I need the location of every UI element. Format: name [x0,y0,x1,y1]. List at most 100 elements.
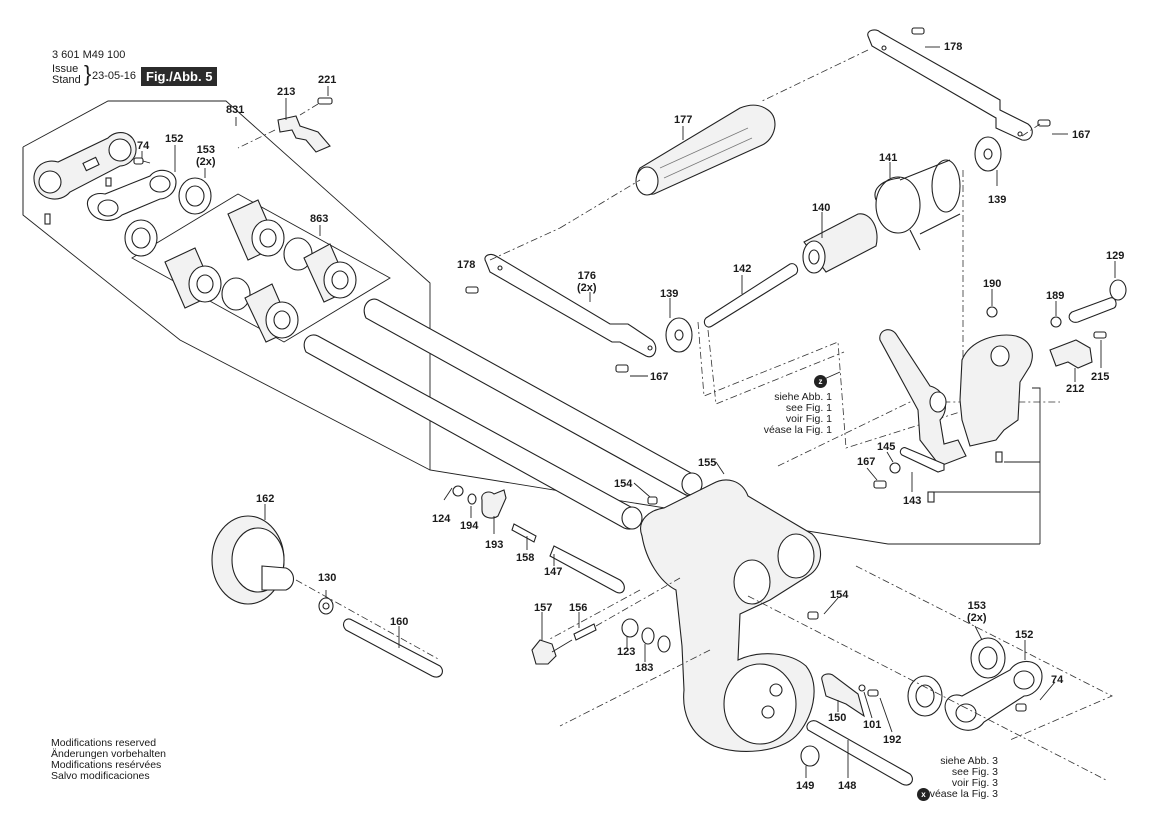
plate-152-bottom [907,637,1043,731]
part-number: 153 [967,600,986,612]
kit-831-outline [22,100,1040,545]
part-label-152-top: 152 [165,133,184,145]
part-label-162: 162 [256,493,275,505]
part-label-157: 157 [534,602,553,614]
lock-assembly-193 [452,485,625,594]
rail-tubes [303,298,703,530]
bolt-129 [986,279,1127,328]
reference-line: siehe Abb. 3 [940,755,998,767]
washers-153-top [124,177,212,257]
stand-label: Stand [52,74,81,86]
star-knob-157 [531,577,681,665]
part-label-140: 140 [812,202,831,214]
reference-line: siehe Abb. 1 [774,391,832,403]
latch-150 [821,673,879,718]
part-label-189: 189 [1046,290,1065,302]
part-qty: (2x) [967,612,987,624]
knob-162 [211,515,441,661]
part-label-152-bottom: 152 [1015,629,1034,641]
rollers-863 [164,199,357,343]
part-label-123: 123 [617,646,636,658]
part-label-167-low: 167 [857,456,876,468]
part-label-221: 221 [318,74,337,86]
disc-139-mid [665,317,693,353]
plate-152-top [86,169,177,221]
part-label-158: 158 [516,552,535,564]
figure-badge: Fig./Abb. 5 [141,67,218,86]
reference-line: see Fig. 3 [951,766,998,778]
modifications-notice: Modifications reserved Änderungen vorbeh… [51,738,166,782]
modifications-line: Modifications resérvées [51,759,162,771]
part-label-831: 831 [226,104,245,116]
part-label-156: 156 [569,602,588,614]
part-label-190: 190 [983,278,1002,290]
bracket-176 [465,179,657,373]
part-label-160: 160 [390,616,409,628]
part-label-194: 194 [460,520,479,532]
pivot-bracket [879,329,1033,503]
part-label-74-bottom: 74 [1051,674,1064,686]
brace-glyph: } [84,61,92,86]
bracket-top [759,27,1051,141]
end-cap-bridge [33,132,137,225]
part-label-178-top: 178 [944,41,963,53]
handle-177 [635,104,776,196]
part-label-101: 101 [863,719,882,731]
clamp-213 [237,97,333,153]
part-label-153-top: 153 (2x) [196,144,216,168]
issue-label: Issue [52,63,79,75]
part-label-141: 141 [879,152,898,164]
part-number: 3 601 M49 100 [52,49,126,61]
modifications-line: Salvo modificaciones [51,770,150,782]
part-label-129: 129 [1106,250,1125,262]
reference-line: véase la Fig. 1 [763,424,832,436]
part-qty: (2x) [577,282,597,294]
issue-stand-label: Issue Stand [52,64,81,86]
disc-139-top [974,136,1002,172]
part-label-143: 143 [903,495,922,507]
shaft-142 [703,263,799,328]
part-number: 153 [196,144,215,156]
part-label-148: 148 [838,780,857,792]
lower-dashed-frame [547,565,1113,781]
part-qty: (2x) [196,156,216,168]
shaft-160 [343,618,443,678]
part-label-167-top: 167 [1072,129,1091,141]
part-label-212: 212 [1066,383,1085,395]
leader-brackets [934,387,1041,544]
reference-line: voir Fig. 1 [785,413,832,425]
part-label-124: 124 [432,513,451,525]
reference-badge-z: z [814,375,827,388]
modifications-line: Modifications reserved [51,737,157,749]
issue-date: 23-05-16 [92,70,137,82]
part-label-130: 130 [318,572,337,584]
part-label-177: 177 [674,114,693,126]
part-label-213: 213 [277,86,296,98]
part-label-155: 155 [698,457,717,469]
nut-washers-123-183 [621,618,671,653]
part-label-193: 193 [485,539,504,551]
screws-154 [647,496,819,620]
part-label-154-lower: 154 [830,589,849,601]
part-label-192: 192 [883,734,902,746]
link-143 [873,447,945,489]
reference-note-fig1: siehe Abb. 1 see Fig. 1 voir Fig. 1 véas… [752,392,832,436]
modifications-line: Änderungen vorbehalten [51,748,167,760]
reference-line: véase la Fig. 3 [929,788,998,800]
part-label-139-top: 139 [988,194,1007,206]
washer-130 [318,597,334,615]
part-label-149: 149 [796,780,815,792]
part-label-74-top: 74 [137,140,150,152]
part-number: 176 [577,270,596,282]
part-label-176: 176 (2x) [577,270,597,294]
spring-141 [874,159,964,390]
part-label-145: 145 [877,441,896,453]
part-label-178-mid: 178 [457,259,476,271]
part-label-153-bottom: 153 (2x) [967,600,987,624]
part-label-150: 150 [828,712,847,724]
part-label-147: 147 [544,566,563,578]
part-label-183: 183 [635,662,654,674]
housing-155 [640,479,822,752]
roller-140 [802,213,878,274]
clip-212 [1049,331,1107,369]
